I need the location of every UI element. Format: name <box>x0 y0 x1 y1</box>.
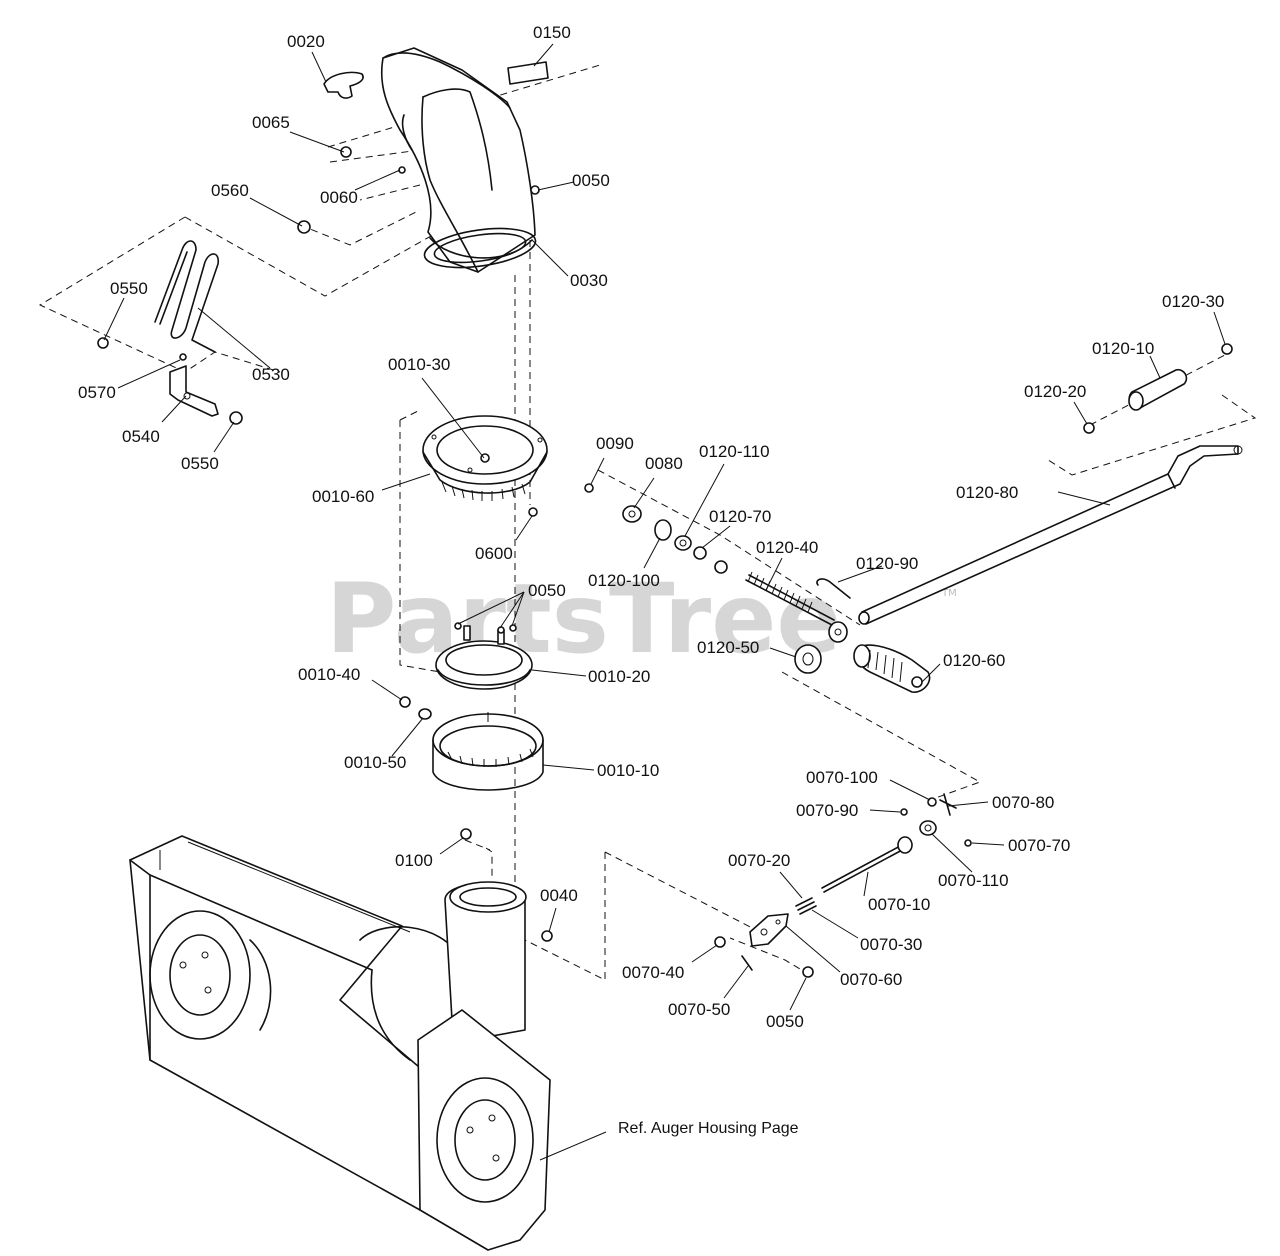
washer-0120-110 <box>674 535 692 551</box>
nut-0040 <box>541 930 553 942</box>
callout-0550-a: 0550 <box>110 279 148 298</box>
callout-0120-70: 0120-70 <box>709 507 771 526</box>
callout-0120-60: 0120-60 <box>943 651 1005 670</box>
callout-0070-90: 0070-90 <box>796 801 858 820</box>
nut-0120-70 <box>693 546 707 560</box>
callout-0070-30: 0070-30 <box>860 935 922 954</box>
callout-0070-40: 0070-40 <box>622 963 684 982</box>
callout-0010-50: 0010-50 <box>344 753 406 772</box>
pin-0570 <box>179 353 187 361</box>
callout-0070-110: 0070-110 <box>938 871 1009 890</box>
leader-lines <box>103 43 1226 1161</box>
screw-0050 <box>530 185 540 195</box>
chute-flange <box>422 415 548 501</box>
callout-0120-10: 0120-10 <box>1092 339 1154 358</box>
callout-0540: 0540 <box>122 427 160 446</box>
spring-housing <box>853 644 931 693</box>
callout-0040: 0040 <box>540 886 578 905</box>
callout-0060: 0060 <box>320 188 358 207</box>
callout-0550-b: 0550 <box>181 454 219 473</box>
threaded-shaft <box>745 571 848 643</box>
callout-0020: 0020 <box>287 32 325 51</box>
callout-0560: 0560 <box>211 181 249 200</box>
screw-0065 <box>340 146 352 158</box>
nut-0550-a <box>97 337 109 349</box>
callout-0010-10: 0010-10 <box>597 761 659 780</box>
decal <box>507 61 549 85</box>
reference-note: Ref. Auger Housing Page <box>618 1120 799 1137</box>
callout-0100: 0100 <box>395 851 433 870</box>
callout-0530: 0530 <box>252 365 290 384</box>
callout-0065: 0065 <box>252 113 290 132</box>
nut-0560 <box>297 220 311 234</box>
hairpin-clip <box>816 578 851 599</box>
callout-0120-90: 0120-90 <box>856 554 918 573</box>
callout-0120-110: 0120-110 <box>699 442 770 461</box>
callout-0050-top: 0050 <box>572 171 610 190</box>
retaining-ring <box>435 622 533 690</box>
callout-0120-50: 0120-50 <box>697 638 759 657</box>
bolt-0100 <box>460 828 472 840</box>
crank-handle <box>1128 368 1188 411</box>
assembly-lines <box>38 64 1257 981</box>
callout-0070-70: 0070-70 <box>1008 836 1070 855</box>
callout-0010-20: 0010-20 <box>588 667 650 686</box>
washer-0010-50 <box>418 708 432 720</box>
bushing-0120-100 <box>654 519 672 541</box>
callout-0070-100: 0070-100 <box>806 768 878 787</box>
callout-0120-40: 0120-40 <box>756 538 818 557</box>
washer-0080 <box>622 505 642 523</box>
watermark-trademark: TM <box>941 588 957 599</box>
bracket <box>169 365 219 417</box>
deflector-rod <box>154 240 220 353</box>
crank-rod <box>858 445 1243 625</box>
callout-0120-80: 0120-80 <box>956 483 1018 502</box>
callout-0080: 0080 <box>645 454 683 473</box>
callout-0010-40: 0010-40 <box>298 665 360 684</box>
callout-0050-mid: 0050 <box>528 581 566 600</box>
callout-0150: 0150 <box>533 23 571 42</box>
spacer <box>714 560 728 574</box>
callout-0120-30: 0120-30 <box>1162 292 1224 311</box>
callout-0010-60: 0010-60 <box>312 487 374 506</box>
callout-0070-10: 0070-10 <box>868 895 930 914</box>
callout-0070-80: 0070-80 <box>992 793 1054 812</box>
callout-labels: 0020 0150 0065 0060 0050 0560 0030 0550 … <box>78 23 1224 1137</box>
callout-0120-100: 0120-100 <box>588 571 660 590</box>
screw-0600 <box>528 507 538 517</box>
callout-0070-20: 0070-20 <box>728 851 790 870</box>
callout-0050-bot: 0050 <box>766 1012 804 1031</box>
callout-0030: 0030 <box>570 271 608 290</box>
callout-0070-60: 0070-60 <box>840 970 902 989</box>
callout-0010-30: 0010-30 <box>388 355 450 374</box>
callout-0090: 0090 <box>596 434 634 453</box>
chute-knob <box>323 71 364 99</box>
callout-0600: 0600 <box>475 544 513 563</box>
linkage <box>714 793 972 978</box>
bushing-0120-50 <box>794 644 822 674</box>
nut-0550-b <box>229 411 243 425</box>
discharge-chute <box>380 47 537 273</box>
watermark: PartsTree <box>326 563 841 675</box>
callout-0570: 0570 <box>78 383 116 402</box>
bolt-0090 <box>584 483 594 493</box>
callout-0120-20: 0120-20 <box>1024 382 1086 401</box>
callout-0070-50: 0070-50 <box>668 1000 730 1019</box>
gear-ring <box>432 712 544 791</box>
nut-0120-30 <box>1221 343 1233 355</box>
screw-0010-40 <box>399 696 411 708</box>
auger-housing <box>129 835 551 1251</box>
washer-0120-20 <box>1083 422 1095 434</box>
